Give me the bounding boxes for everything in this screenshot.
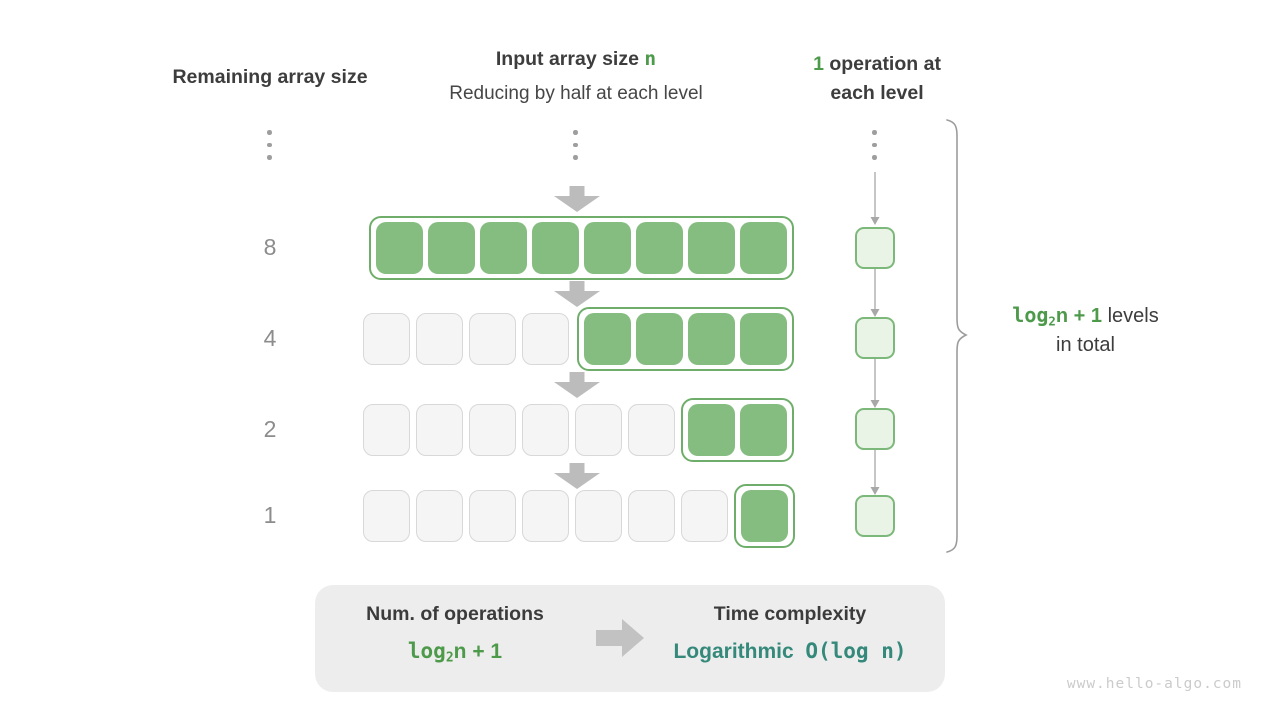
header-one-operation-line2: each level [830, 82, 924, 104]
num-operations-formula: log2 [407, 639, 454, 666]
array-cell-excluded [522, 404, 569, 456]
down-arrow-icon [554, 372, 600, 398]
array-cell-active [740, 313, 787, 365]
header-input-array-size: Input array size n [396, 47, 756, 71]
array-cell-active [532, 222, 579, 274]
remaining-size-8: 8 [263, 234, 277, 260]
header-input-array-size-var: n [644, 47, 657, 70]
array-cell-excluded [628, 404, 675, 456]
array-cell-active [584, 313, 631, 365]
num-operations-formula-rest: n + 1 [453, 640, 503, 663]
active-subarray [681, 398, 794, 462]
array-cell-excluded [469, 490, 516, 542]
remaining-size-2: 2 [263, 416, 277, 442]
array-cell-excluded [575, 404, 622, 456]
array-cell-excluded [681, 490, 728, 542]
array-cell-active [688, 313, 735, 365]
thin-down-arrow-icon [870, 450, 880, 495]
array-cell-excluded [469, 313, 516, 365]
header-reducing-by-half: Reducing by half at each level [449, 83, 703, 104]
array-cell-excluded [522, 490, 569, 542]
header-one-operation-text: operation at [823, 53, 941, 75]
array-cell-active [584, 222, 631, 274]
header-one-operation-num: 1 [813, 53, 824, 75]
array-cell-active [688, 222, 735, 274]
operation-square-level-2 [855, 317, 895, 359]
array-cell-active [740, 404, 787, 456]
ellipsis-array-column [573, 130, 578, 160]
num-operations-block: Num. of operations log2n + 1 [330, 603, 580, 666]
down-arrow-icon [554, 463, 600, 489]
operation-square-level-3 [855, 408, 895, 450]
array-cell-active [741, 490, 788, 542]
header-remaining-array-size: Remaining array size [172, 66, 368, 88]
levels-text: levels [1102, 305, 1159, 327]
num-operations-title: Num. of operations [366, 603, 544, 625]
curly-brace [946, 119, 968, 553]
array-cell-active [428, 222, 475, 274]
array-cell-excluded [522, 313, 569, 365]
complexity-class-word: Logarithmic [673, 640, 794, 663]
array-cell-active [740, 222, 787, 274]
array-cell-excluded [363, 404, 410, 456]
big-o-notation: O(log n) [805, 639, 907, 663]
active-subarray [734, 484, 795, 548]
remaining-size-1: 1 [263, 502, 277, 528]
active-subarray [369, 216, 794, 280]
array-cell-excluded [416, 490, 463, 542]
remaining-size-4: 4 [263, 325, 277, 351]
down-arrow-icon [554, 186, 600, 212]
array-row-size-2 [363, 398, 794, 462]
array-cell-excluded [416, 404, 463, 456]
array-cell-excluded [575, 490, 622, 542]
log-formula-rest: n + 1 [1055, 305, 1103, 327]
array-cell-active [376, 222, 423, 274]
right-arrow-icon [596, 619, 644, 657]
array-row-size-4 [363, 307, 794, 371]
down-arrow-icon [554, 281, 600, 307]
array-cell-active [636, 313, 683, 365]
time-complexity-title: Time complexity [713, 603, 867, 625]
array-cell-excluded [469, 404, 516, 456]
array-row-size-8 [363, 216, 794, 280]
operation-square-level-1 [855, 227, 895, 269]
levels-total-label: log2n + 1 levels in total [983, 303, 1188, 357]
in-total-text: in total [1056, 334, 1115, 357]
time-complexity-block: Time complexity Logarithmic O(log n) [645, 603, 935, 664]
header-input-array-size-text: Input array size [495, 48, 645, 70]
operation-square-level-4 [855, 495, 895, 537]
log-formula: log2 [1012, 303, 1056, 329]
array-cell-excluded [363, 313, 410, 365]
array-cell-active [636, 222, 683, 274]
ellipsis-remaining-column [267, 130, 272, 160]
array-cell-excluded [363, 490, 410, 542]
array-row-size-1 [363, 484, 795, 548]
thin-down-arrow-icon [870, 269, 880, 317]
thin-down-arrow-icon [870, 172, 880, 225]
active-subarray [577, 307, 794, 371]
header-one-operation: 1 operation at each level [762, 50, 992, 108]
array-cell-active [480, 222, 527, 274]
array-cell-excluded [628, 490, 675, 542]
array-cell-active [688, 404, 735, 456]
ellipsis-operations-column [872, 130, 877, 160]
thin-down-arrow-icon [870, 359, 880, 408]
array-cell-excluded [416, 313, 463, 365]
watermark: www.hello-algo.com [1066, 676, 1242, 692]
